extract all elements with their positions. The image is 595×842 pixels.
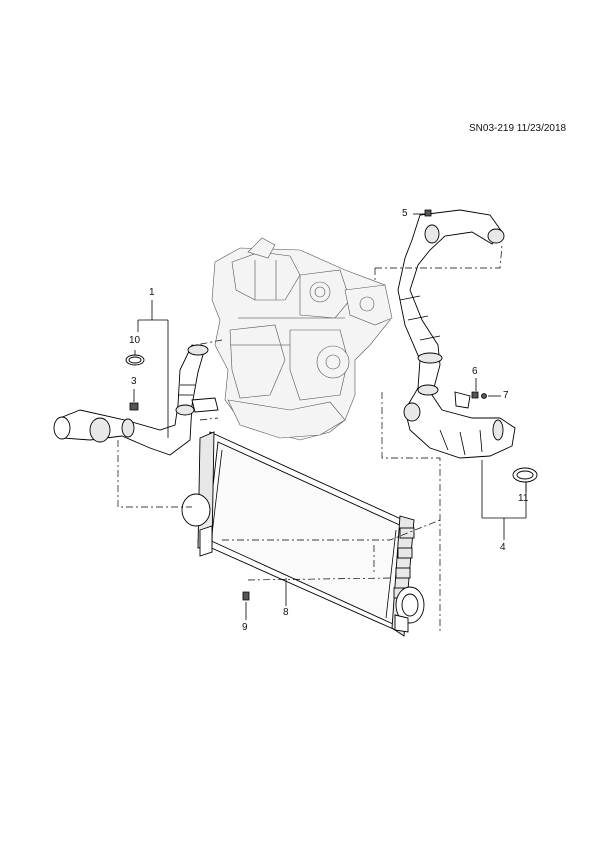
bracket-7: [454, 391, 487, 409]
callout-7: 7: [503, 390, 509, 401]
callout-4: 4: [500, 542, 506, 553]
engine-block: [211, 237, 393, 441]
clamp-10: [125, 354, 145, 366]
clamp-11: [512, 467, 538, 483]
callout-10: 10: [129, 335, 141, 346]
callout-11: 11: [518, 493, 529, 504]
connection-lines: [117, 244, 503, 632]
nut-6: [471, 391, 479, 399]
intercooler-radiator: [181, 431, 425, 637]
document-code: SN03-219 11/23/2018: [469, 123, 567, 134]
nut-9: [242, 591, 250, 601]
bolt-5: [424, 209, 432, 217]
callout-1: 1: [149, 287, 155, 298]
callout-8: 8: [283, 607, 289, 618]
left-charge-air-hose: [53, 344, 219, 456]
callout-9: 9: [242, 622, 248, 633]
callout-3: 3: [131, 376, 137, 387]
bolt-3: [129, 402, 139, 411]
callout-5: 5: [402, 208, 408, 219]
callout-6: 6: [472, 366, 478, 377]
right-charge-air-hose: [397, 209, 516, 459]
leader-lines: [133, 213, 527, 620]
